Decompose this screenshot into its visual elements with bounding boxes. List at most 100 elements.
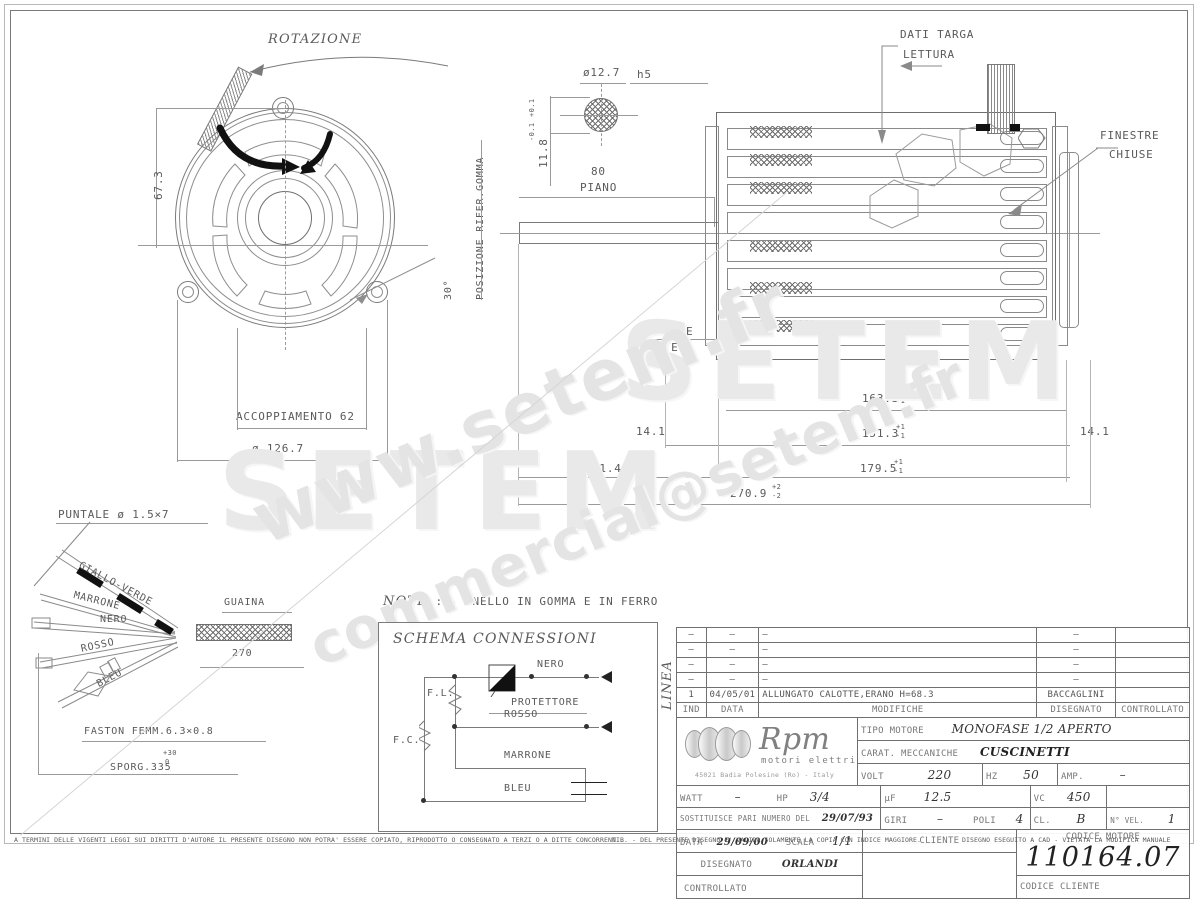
dim-flat-length: 80 — [591, 165, 606, 178]
rev-cell-disegnato: – — [1036, 642, 1117, 658]
label-tipo-motore: TIPO MOTORE — [861, 726, 924, 736]
label-amp: AMP. — [1061, 771, 1084, 782]
spec-table: WATT – HP 3/4 µF 12.5 VC 450 SOSTITUISCE… — [675, 785, 1190, 830]
dim-914-tol-minus: -1 — [626, 467, 636, 475]
value-poli: 4 — [1015, 811, 1024, 826]
note-text: : - ANELLO IN GOMMA E IN FERRO — [435, 595, 659, 608]
dim-673: 67.3 — [152, 170, 165, 200]
schema-label-fc: F.C. — [393, 735, 421, 746]
value-scala: 1/1 — [832, 834, 853, 848]
dim-1513-line — [665, 445, 1070, 446]
dim-cable-270: 270 — [232, 648, 253, 659]
centerline-vertical-left — [285, 100, 287, 350]
rev-hdr-ind: IND — [676, 702, 707, 718]
dim-shaft-dia-line — [580, 83, 626, 84]
rev-cell-data: – — [705, 627, 760, 643]
ext-l3 — [718, 360, 719, 482]
schema-arrow-rosso — [601, 721, 612, 733]
fan-cover-rib — [1069, 152, 1070, 328]
schema-node-6 — [421, 798, 426, 803]
label-hp: HP — [776, 793, 789, 804]
schema-node-4 — [452, 724, 457, 729]
gland-seal-right — [1010, 124, 1020, 131]
dim-1795: 179.5 — [860, 462, 898, 475]
rev-cell-ind: – — [676, 672, 707, 688]
dim-chain-line — [518, 477, 1070, 478]
schema-capacitor — [571, 782, 607, 783]
label-codice-motore: CODICE MOTORE — [1065, 832, 1141, 842]
ext-l4 — [1066, 360, 1067, 482]
schema-node-1 — [452, 674, 457, 679]
label-finestre-chiuse-1: FINESTRE — [1100, 129, 1160, 142]
rev-cell-controllato — [1115, 657, 1190, 673]
sporg-dim-line — [38, 774, 238, 775]
guaina-underline — [222, 612, 292, 613]
shaft-detail-centerline-v — [601, 84, 603, 146]
dim-sporg-tol-minus: 0 — [165, 758, 170, 766]
finestre-aperte-leader — [634, 339, 718, 340]
dim-acc-ext-r — [366, 328, 367, 430]
rev-cell-ind: – — [676, 642, 707, 658]
schema-label-marrone: MARRONE — [504, 750, 552, 761]
rev-hdr-modifiche: MODIFICHE — [758, 702, 1038, 718]
rev-cell-modifiche: – — [758, 627, 1038, 643]
rev-cell-data: – — [705, 672, 760, 688]
dim-673-ext — [156, 108, 157, 248]
value-codice-motore: 110164.07 — [1025, 842, 1181, 873]
label-guaina: GUAINA — [224, 597, 265, 608]
technical-drawing-sheet: SETEM SETEM www.setem.fr commercial@sete… — [4, 4, 1194, 899]
rev-cell-modifiche: – — [758, 672, 1038, 688]
dim-673-ext-top — [156, 108, 286, 109]
revision-row: –––– — [676, 627, 1190, 643]
schema-line-bleu — [424, 801, 585, 802]
shaft-detail-centerline-h — [560, 115, 638, 116]
rev-cell-disegnato: – — [1036, 657, 1117, 673]
dim-1513: 151.3 — [862, 427, 900, 440]
rev-cell-controllato — [1115, 687, 1190, 703]
dim-shaft-tol-plus: +0.1 — [528, 98, 536, 117]
value-cl: B — [1076, 811, 1086, 826]
value-carat-meccaniche: CUSCINETTI — [979, 745, 1070, 759]
dim-1513-tol-plus: +1 — [896, 423, 906, 431]
note-keyword: NOTE — [383, 594, 428, 609]
label-giri: GIRI — [884, 815, 908, 826]
value-hp: 3/4 — [809, 789, 830, 804]
ext-l1 — [518, 244, 519, 506]
label-dati-targa: DATI TARGA — [900, 28, 975, 41]
label-disegnato: DISEGNATO — [700, 859, 753, 870]
sporg-ext-v — [38, 653, 39, 775]
footer-legal-left: A TERMINI DELLE VIGENTI LEGGI SUI DIRITT… — [14, 836, 625, 844]
label-nvel: N° VEL. — [1110, 815, 1144, 825]
schema-label-rosso: ROSSO — [504, 709, 539, 720]
dim-14-right: 14.1 — [1080, 425, 1110, 438]
label-carat-meccaniche: CARAT. MECCANICHE — [861, 749, 959, 759]
label-scala: SCALA — [785, 838, 815, 848]
label-data: DATA — [680, 838, 703, 848]
schema-label-bleu: BLEU — [504, 783, 532, 794]
rev-cell-disegnato: – — [1036, 627, 1117, 643]
logo-brand: Rpm — [759, 721, 831, 757]
cable-sheath — [196, 624, 292, 641]
label-faston: FASTON FEMM.6.3×0.8 — [84, 726, 214, 737]
label-lettura: LETTURA — [903, 48, 955, 61]
rev-cell-data: 04/05/01 — [705, 687, 760, 703]
dim-shaft-h-top — [550, 97, 590, 98]
dim-shaft-flat-height: 11.8 — [537, 138, 550, 168]
schema-node-2 — [529, 674, 534, 679]
value-amp: – — [1119, 767, 1126, 782]
value-vc: 450 — [1066, 789, 1091, 804]
ext-l5 — [1090, 360, 1091, 508]
rev-cell-ind: – — [676, 627, 707, 643]
dim-acc-ext-l — [237, 328, 238, 430]
rev-cell-modifiche: – — [758, 642, 1038, 658]
schema-label-fl: F.L. — [427, 688, 455, 699]
rev-cell-disegnato: BACCAGLINI — [1036, 687, 1117, 703]
rev-cell-data: – — [705, 657, 760, 673]
dim-914-tol-plus: +1 — [626, 458, 636, 466]
dim-1795-tol-minus: -1 — [894, 467, 904, 475]
dim-2709-line — [518, 504, 1090, 505]
schema-connessioni: SCHEMA CONNESSIONI F.L. F.C. PROTETTORE — [378, 622, 658, 832]
dim-2709-tol-minus: -2 — [772, 492, 782, 500]
